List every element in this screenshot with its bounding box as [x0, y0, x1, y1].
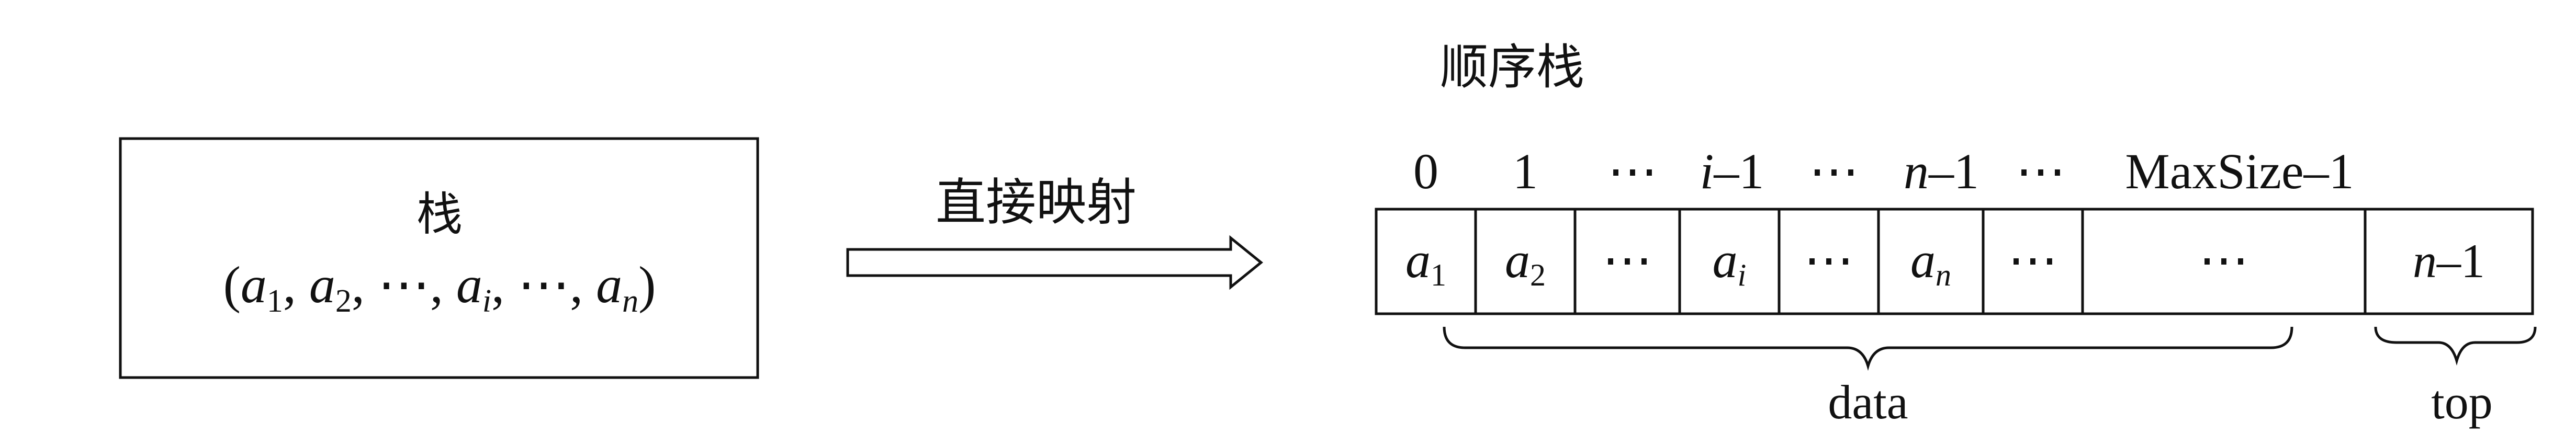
index-i-minus-1: i–1 [1700, 143, 1764, 199]
top-label: top [2431, 375, 2493, 429]
cell-ai: ai [1713, 232, 1747, 292]
array-cells [1375, 208, 2534, 315]
mapping-arrow [846, 235, 1263, 290]
cell-an: an [1910, 232, 1951, 292]
index-dots-2: ⋯ [1809, 143, 1859, 199]
top-brace [2374, 326, 2537, 366]
seq-stack-title: 顺序栈 [1440, 39, 1584, 95]
index-dots-3: ⋯ [2016, 143, 2066, 199]
cell-a1: a1 [1405, 232, 1446, 292]
cell-dots-1: ⋯ [1602, 232, 1652, 288]
stack-sequence: (a1, a2, ⋯, ai, ⋯, an) [223, 256, 656, 319]
arrow-label: 直接映射 [936, 173, 1137, 232]
stack-title: 栈 [417, 187, 463, 241]
index-0: 0 [1413, 143, 1438, 199]
cell-dots-4: ⋯ [2199, 232, 2249, 288]
cell-dots-3: ⋯ [2008, 232, 2058, 288]
index-dots-1: ⋯ [1607, 143, 1658, 199]
data-brace [1443, 326, 2293, 371]
index-n-minus-1: n–1 [1904, 143, 1979, 199]
data-label: data [1828, 375, 1908, 429]
cell-a2: a2 [1505, 232, 1546, 292]
index-maxsize-minus-1: MaxSize–1 [2125, 143, 2354, 199]
cell-top-value: n–1 [2413, 234, 2485, 288]
index-1: 1 [1513, 143, 1538, 199]
cell-dots-2: ⋯ [1804, 232, 1854, 288]
stack-box [119, 137, 759, 379]
array-outline [1375, 208, 2534, 315]
